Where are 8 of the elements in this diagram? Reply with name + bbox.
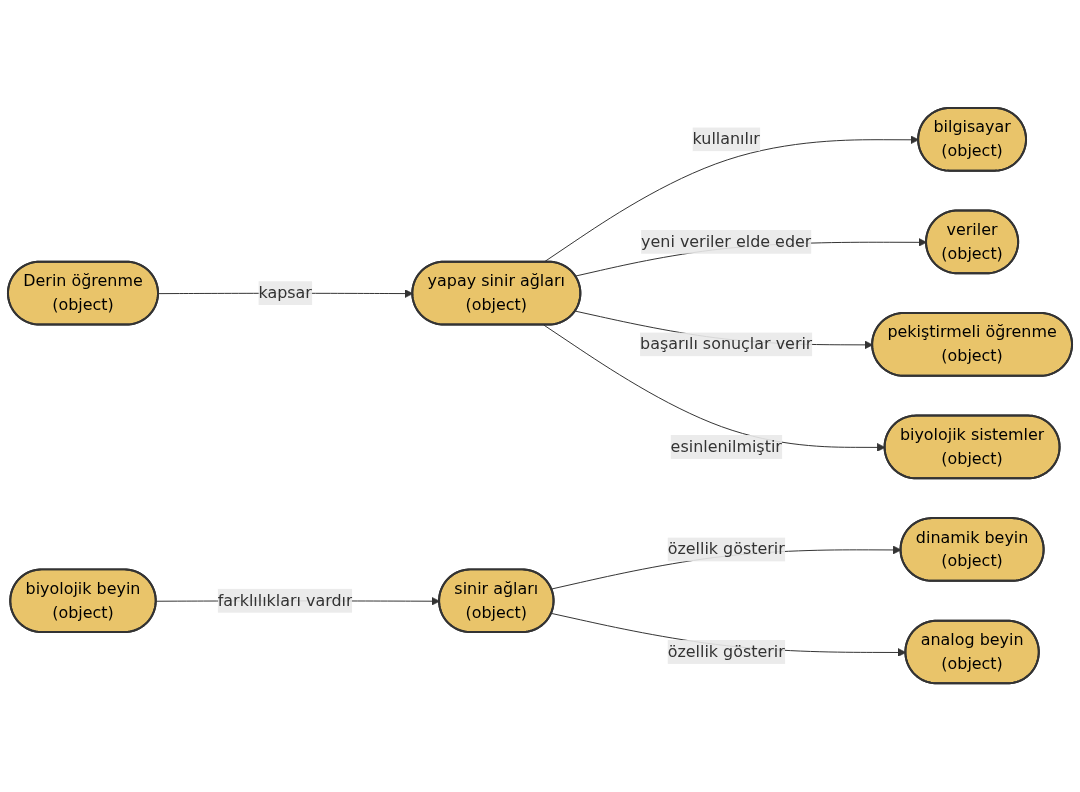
- edge-label: yeni veriler elde eder: [641, 232, 812, 252]
- edge-label: başarılı sonuçlar verir: [640, 334, 813, 354]
- edge-label: farklılıkları vardır: [217, 591, 353, 611]
- edge-label: kapsar: [258, 283, 312, 303]
- edge-label: özellik gösterir: [667, 642, 785, 662]
- edge-label: kullanılır: [692, 129, 760, 149]
- edge-label: esinlenilmiştir: [670, 437, 782, 457]
- edge-label: özellik gösterir: [667, 539, 785, 559]
